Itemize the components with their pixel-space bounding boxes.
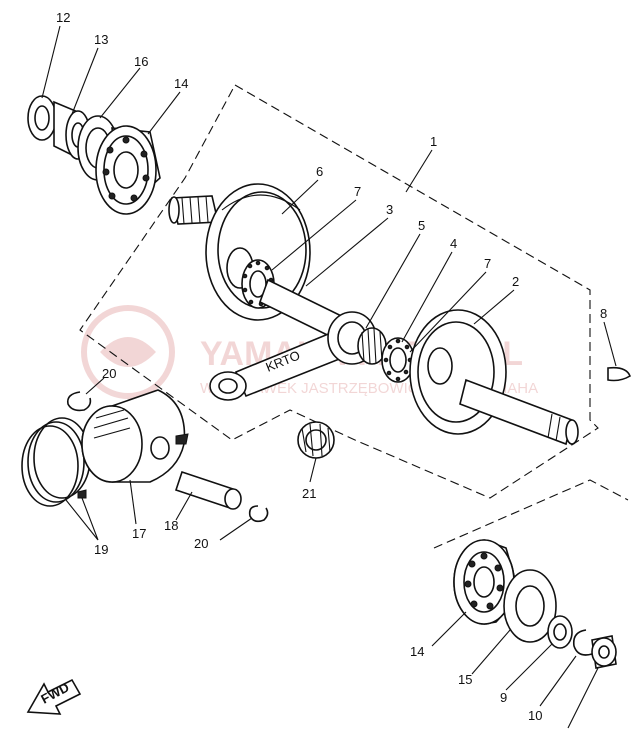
- label-19: 19: [94, 542, 108, 557]
- label-21: 21: [302, 486, 316, 501]
- label-18: 18: [164, 518, 178, 533]
- collar-13: [53, 100, 91, 160]
- oil-seal-15: [503, 569, 557, 643]
- circlip-20-upper: [66, 391, 92, 412]
- label-1: 1: [430, 134, 437, 149]
- fwd-arrow: FWD: [26, 678, 82, 715]
- label-10: 10: [528, 708, 542, 723]
- label-14-lower: 14: [410, 644, 424, 659]
- label-4: 4: [450, 236, 457, 251]
- callout-labels: 12 13 16 14 1 6 7 3 5 4 7 2 8 20 21 17 1…: [56, 10, 607, 723]
- label-20-upper: 20: [102, 366, 116, 381]
- piston-17: [81, 389, 189, 483]
- leader-lines: [41, 25, 617, 729]
- label-14-upper: 14: [174, 76, 188, 91]
- label-17: 17: [132, 526, 146, 541]
- label-16: 16: [134, 54, 148, 69]
- watermark-logo: [81, 305, 175, 399]
- seal-12: [27, 95, 57, 141]
- thrust-washer-7-right: [381, 337, 415, 383]
- circlip-20-lower: [248, 505, 269, 523]
- label-12: 12: [56, 10, 70, 25]
- label-6: 6: [316, 164, 323, 179]
- circlip-10: [572, 629, 593, 656]
- label-5: 5: [418, 218, 425, 233]
- label-13: 13: [94, 32, 108, 47]
- bearing-group-outline: [433, 479, 629, 549]
- label-7-right: 7: [484, 256, 491, 271]
- crank-half-right-2: [409, 309, 579, 446]
- washer-9: [547, 615, 573, 649]
- piston-pin-18: [174, 470, 242, 510]
- watermark-logo-mark: [100, 337, 156, 367]
- collar-11: [591, 635, 617, 669]
- label-3: 3: [386, 202, 393, 217]
- label-20-lower: 20: [194, 536, 208, 551]
- label-2: 2: [512, 274, 519, 289]
- bearing-14-upper: [95, 125, 161, 215]
- label-7-left: 7: [354, 184, 361, 199]
- small-end-bearing-21: [297, 421, 335, 459]
- piston-rings-19: [21, 417, 91, 507]
- label-8: 8: [600, 306, 607, 321]
- woodruff-key-8: [607, 366, 631, 382]
- label-15: 15: [458, 672, 472, 687]
- label-9: 9: [500, 690, 507, 705]
- crank-half-left-6: [168, 183, 311, 321]
- crankshaft-assembly-outline: [79, 84, 599, 499]
